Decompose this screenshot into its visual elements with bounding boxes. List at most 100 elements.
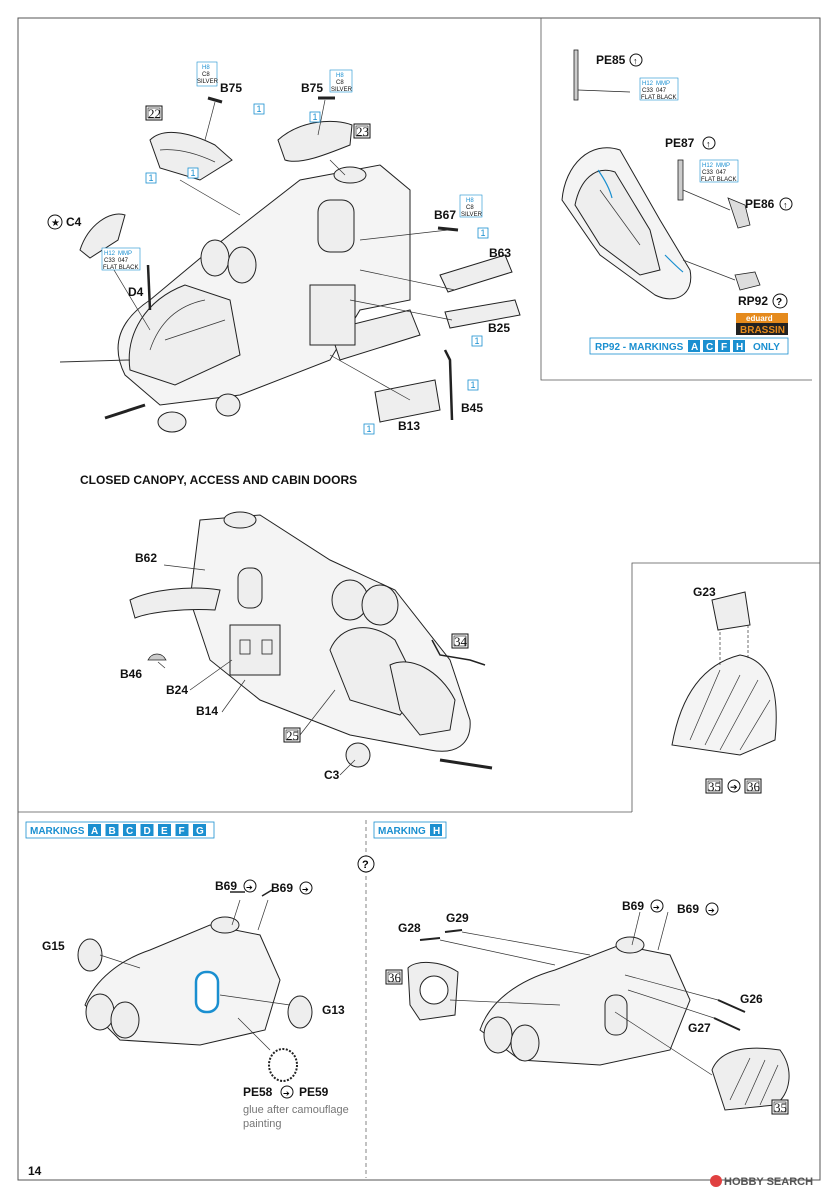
label-b69-b: B69 (271, 881, 293, 895)
svg-text:F: F (721, 342, 727, 353)
part-d4-rod (146, 264, 152, 311)
svg-text:047: 047 (716, 170, 727, 176)
svg-text:MMP: MMP (716, 163, 730, 169)
label-rp92: RP92 (738, 294, 768, 308)
inset-nose-canopy (561, 49, 761, 300)
label-c3: C3 (324, 768, 340, 782)
page-number: 14 (28, 1164, 42, 1178)
svg-text:1: 1 (481, 228, 486, 238)
label-b69-a: B69 (215, 879, 237, 893)
paint-callout-pe85: H12 MMP C33 047 FLAT BLACK (639, 77, 679, 101)
leader-lines-s3 (99, 899, 291, 1051)
svg-text:★: ★ (51, 218, 60, 229)
rp92-markings-strip: RP92 - MARKINGS A C F H ONLY (589, 337, 789, 355)
label-b69-h-a: B69 (622, 899, 644, 913)
part-b45-strut (443, 349, 454, 421)
step-box-23: 23 (353, 123, 371, 139)
svg-text:H12: H12 (702, 163, 714, 169)
svg-text:SILVER: SILVER (331, 87, 353, 93)
svg-text:23: 23 (356, 124, 369, 139)
svg-text:H8: H8 (336, 73, 344, 79)
label-b13: B13 (398, 419, 420, 433)
note-glue-line1: glue after camouflage (243, 1104, 349, 1116)
paint-callout-b75-left: H8 C8 SILVER (196, 61, 219, 87)
question-mark-icon (772, 293, 788, 309)
svg-text:BRASSIN: BRASSIN (740, 325, 785, 336)
helicopter-marking-h (407, 929, 790, 1111)
step-box-35-h: 35 (771, 1099, 789, 1115)
label-pe58: PE58 (243, 1085, 273, 1099)
step-box-36-h: 36 (385, 969, 403, 985)
marking-letter-box (193, 824, 206, 836)
paint-callout-pe87: H12 MMP C33 047 FLAT BLACK (699, 159, 739, 183)
marking-letter-box (158, 824, 171, 836)
svg-text:1: 1 (367, 424, 372, 434)
label-g27: G27 (688, 1021, 711, 1035)
arrow-right-icon (650, 899, 664, 913)
inset-g23-cover (671, 591, 777, 756)
svg-text:C33: C33 (642, 88, 654, 94)
svg-text:1: 1 (191, 168, 196, 178)
svg-text:MMP: MMP (656, 81, 670, 87)
marking-letter-box (175, 824, 189, 836)
eduard-brassin-logo: eduard BRASSIN (736, 313, 788, 336)
part-c4-canopy (79, 213, 126, 259)
helicopter-fuselage-top (59, 164, 421, 433)
helicopter-markings-a-g (77, 889, 313, 1082)
svg-text:047: 047 (656, 88, 667, 94)
step-one-markers: 1 1 1 1 1 1 1 1 (145, 103, 489, 435)
svg-text:?: ? (776, 297, 782, 308)
svg-text:H8: H8 (466, 198, 474, 204)
label-pe59: PE59 (299, 1085, 329, 1099)
svg-text:H8: H8 (202, 65, 210, 71)
question-mark-icon (357, 855, 375, 873)
label-g28: G28 (398, 921, 421, 935)
arrow-right-icon (727, 779, 741, 793)
inset-frame-top (540, 18, 812, 381)
svg-text:FLAT BLACK: FLAT BLACK (641, 95, 676, 101)
svg-text:25: 25 (286, 728, 299, 743)
svg-text:ONLY: ONLY (753, 342, 780, 353)
svg-text:C: C (706, 342, 713, 353)
part-b63-panel (439, 254, 513, 293)
svg-text:FLAT BLACK: FLAT BLACK (103, 265, 138, 271)
svg-text:↑: ↑ (633, 56, 638, 66)
svg-text:↑: ↑ (706, 139, 711, 149)
svg-text:SILVER: SILVER (197, 79, 219, 85)
svg-text:1: 1 (475, 336, 480, 346)
label-b67: B67 (434, 208, 456, 222)
label-b62: B62 (135, 551, 157, 565)
step-box-22: 22 (145, 105, 163, 121)
leader-lines-s1 (104, 99, 456, 401)
marking-letter-box (105, 824, 119, 836)
arrow-right-icon (705, 902, 719, 916)
label-pe85: PE85 (596, 53, 626, 67)
svg-text:1: 1 (313, 112, 318, 122)
paint-callout-c4: H12 MMP C33 047 FLAT BLACK (101, 247, 141, 271)
svg-text:H: H (736, 342, 743, 353)
part-b75-left (207, 96, 223, 104)
svg-text:35: 35 (708, 779, 721, 794)
marking-letter-box (140, 824, 154, 836)
svg-text:047: 047 (118, 258, 129, 264)
svg-text:H: H (433, 826, 440, 837)
svg-text:MARKING: MARKING (378, 826, 426, 837)
svg-text:1: 1 (471, 380, 476, 390)
svg-text:C8: C8 (202, 72, 210, 78)
svg-text:➔: ➔ (302, 885, 309, 894)
label-c4: C4 (66, 215, 82, 229)
svg-text:➔: ➔ (283, 1089, 290, 1098)
label-pe87: PE87 (665, 136, 695, 150)
step-box-34: 34 (451, 633, 469, 649)
label-d4: D4 (128, 285, 144, 299)
svg-text:C33: C33 (702, 170, 714, 176)
svg-text:FLAT BLACK: FLAT BLACK (701, 177, 736, 183)
part-23-cowl (277, 120, 353, 162)
label-b24: B24 (166, 683, 188, 697)
photo-etch-icon (629, 53, 643, 67)
paint-callout-b75-right: H8 C8 SILVER (329, 69, 353, 93)
svg-text:SILVER: SILVER (461, 212, 483, 218)
svg-text:eduard: eduard (746, 314, 773, 323)
